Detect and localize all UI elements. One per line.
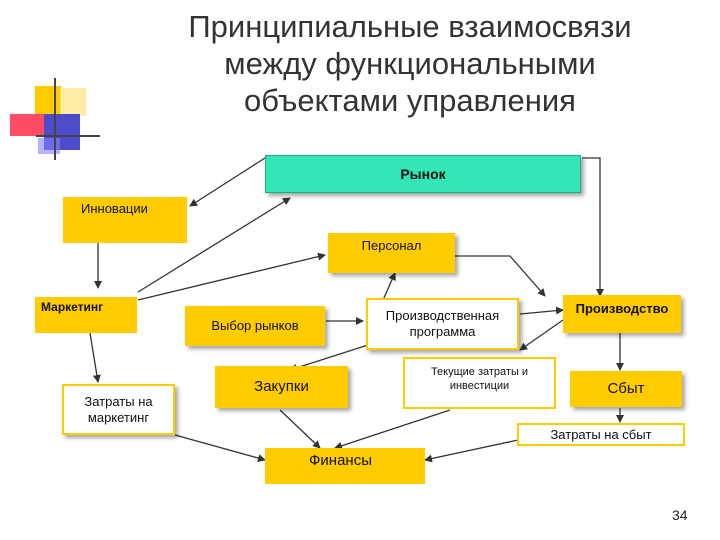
node-proizvodstvo-label: Производство	[575, 301, 669, 316]
node-marketing-label: Маркетинг	[41, 300, 104, 314]
arrow-programma-zakupki	[289, 344, 369, 372]
title-line-3: объектами управления	[244, 83, 576, 118]
node-zakupki: Закупки	[215, 366, 348, 408]
arrow-tekushchie-finansy	[334, 409, 451, 450]
node-rynok: Рынок	[265, 155, 581, 193]
arrow-marketing-zatraty	[89, 332, 101, 383]
node-zakupki-label: Закупки	[254, 378, 309, 395]
title-line-2: между функциональными	[224, 46, 596, 81]
node-zatraty-sbyt-label: Затраты на сбыт	[550, 426, 652, 442]
node-zatraty-sbyt: Затраты на сбыт	[517, 423, 685, 446]
arrow-zatraty-sbyt-finansy	[424, 439, 519, 463]
node-tekushchie-zatraty-label: Текущие затраты и инвестиции	[430, 366, 529, 392]
node-innovatsii: Инновации	[63, 197, 187, 243]
node-zatraty-marketing: Затраты на маркетинг	[62, 384, 175, 435]
node-zatraty-marketing-label: Затраты на маркетинг	[84, 393, 153, 425]
arrow-marketing-rynok	[137, 197, 291, 293]
node-proizvodstvo: Производство	[563, 295, 681, 333]
node-finansy-label: Финансы	[309, 452, 372, 469]
decorative-logo	[10, 78, 100, 160]
node-sbyt: Сбыт	[570, 371, 682, 407]
arrow-rynok-proizvodstvo	[582, 157, 604, 297]
arrow-zatraty-marketing-finansy	[174, 434, 266, 462]
node-tekushchie-zatraty: Текущие затраты и инвестиции	[403, 357, 556, 409]
arrow-proizvodstvo-tekushchie	[519, 319, 564, 351]
node-marketing: Маркетинг	[35, 297, 137, 333]
node-personal-label: Персонал	[361, 238, 422, 253]
node-vybor-rynkov-label: Выбор рынков	[211, 318, 299, 333]
arrow-programma-proizvodstvo	[519, 306, 564, 315]
arrow-personal-proizvodstvo	[455, 255, 546, 297]
node-finansy: Финансы	[265, 448, 425, 484]
node-innovatsii-label: Инновации	[81, 201, 148, 216]
node-sbyt-label: Сбыт	[607, 380, 645, 397]
title-line-1: Принципиальные взаимосвязи	[188, 9, 632, 44]
node-proizv-programma-label: Производственная программа	[385, 308, 500, 339]
node-vybor-rynkov: Выбор рынков	[185, 306, 325, 346]
node-personal: Персонал	[328, 233, 455, 273]
arrow-rynok-innovatsii	[189, 157, 266, 207]
arrow-programma-personal	[382, 272, 396, 301]
node-proizv-programma: Производственная программа	[366, 298, 519, 350]
arrow-marketing-personal	[137, 252, 326, 301]
arrow-zakupki-finansy	[279, 409, 321, 449]
page-title: Принципиальные взаимосвязи между функцио…	[150, 8, 670, 119]
page-number: 34	[672, 507, 688, 523]
node-rynok-label: Рынок	[400, 166, 446, 182]
